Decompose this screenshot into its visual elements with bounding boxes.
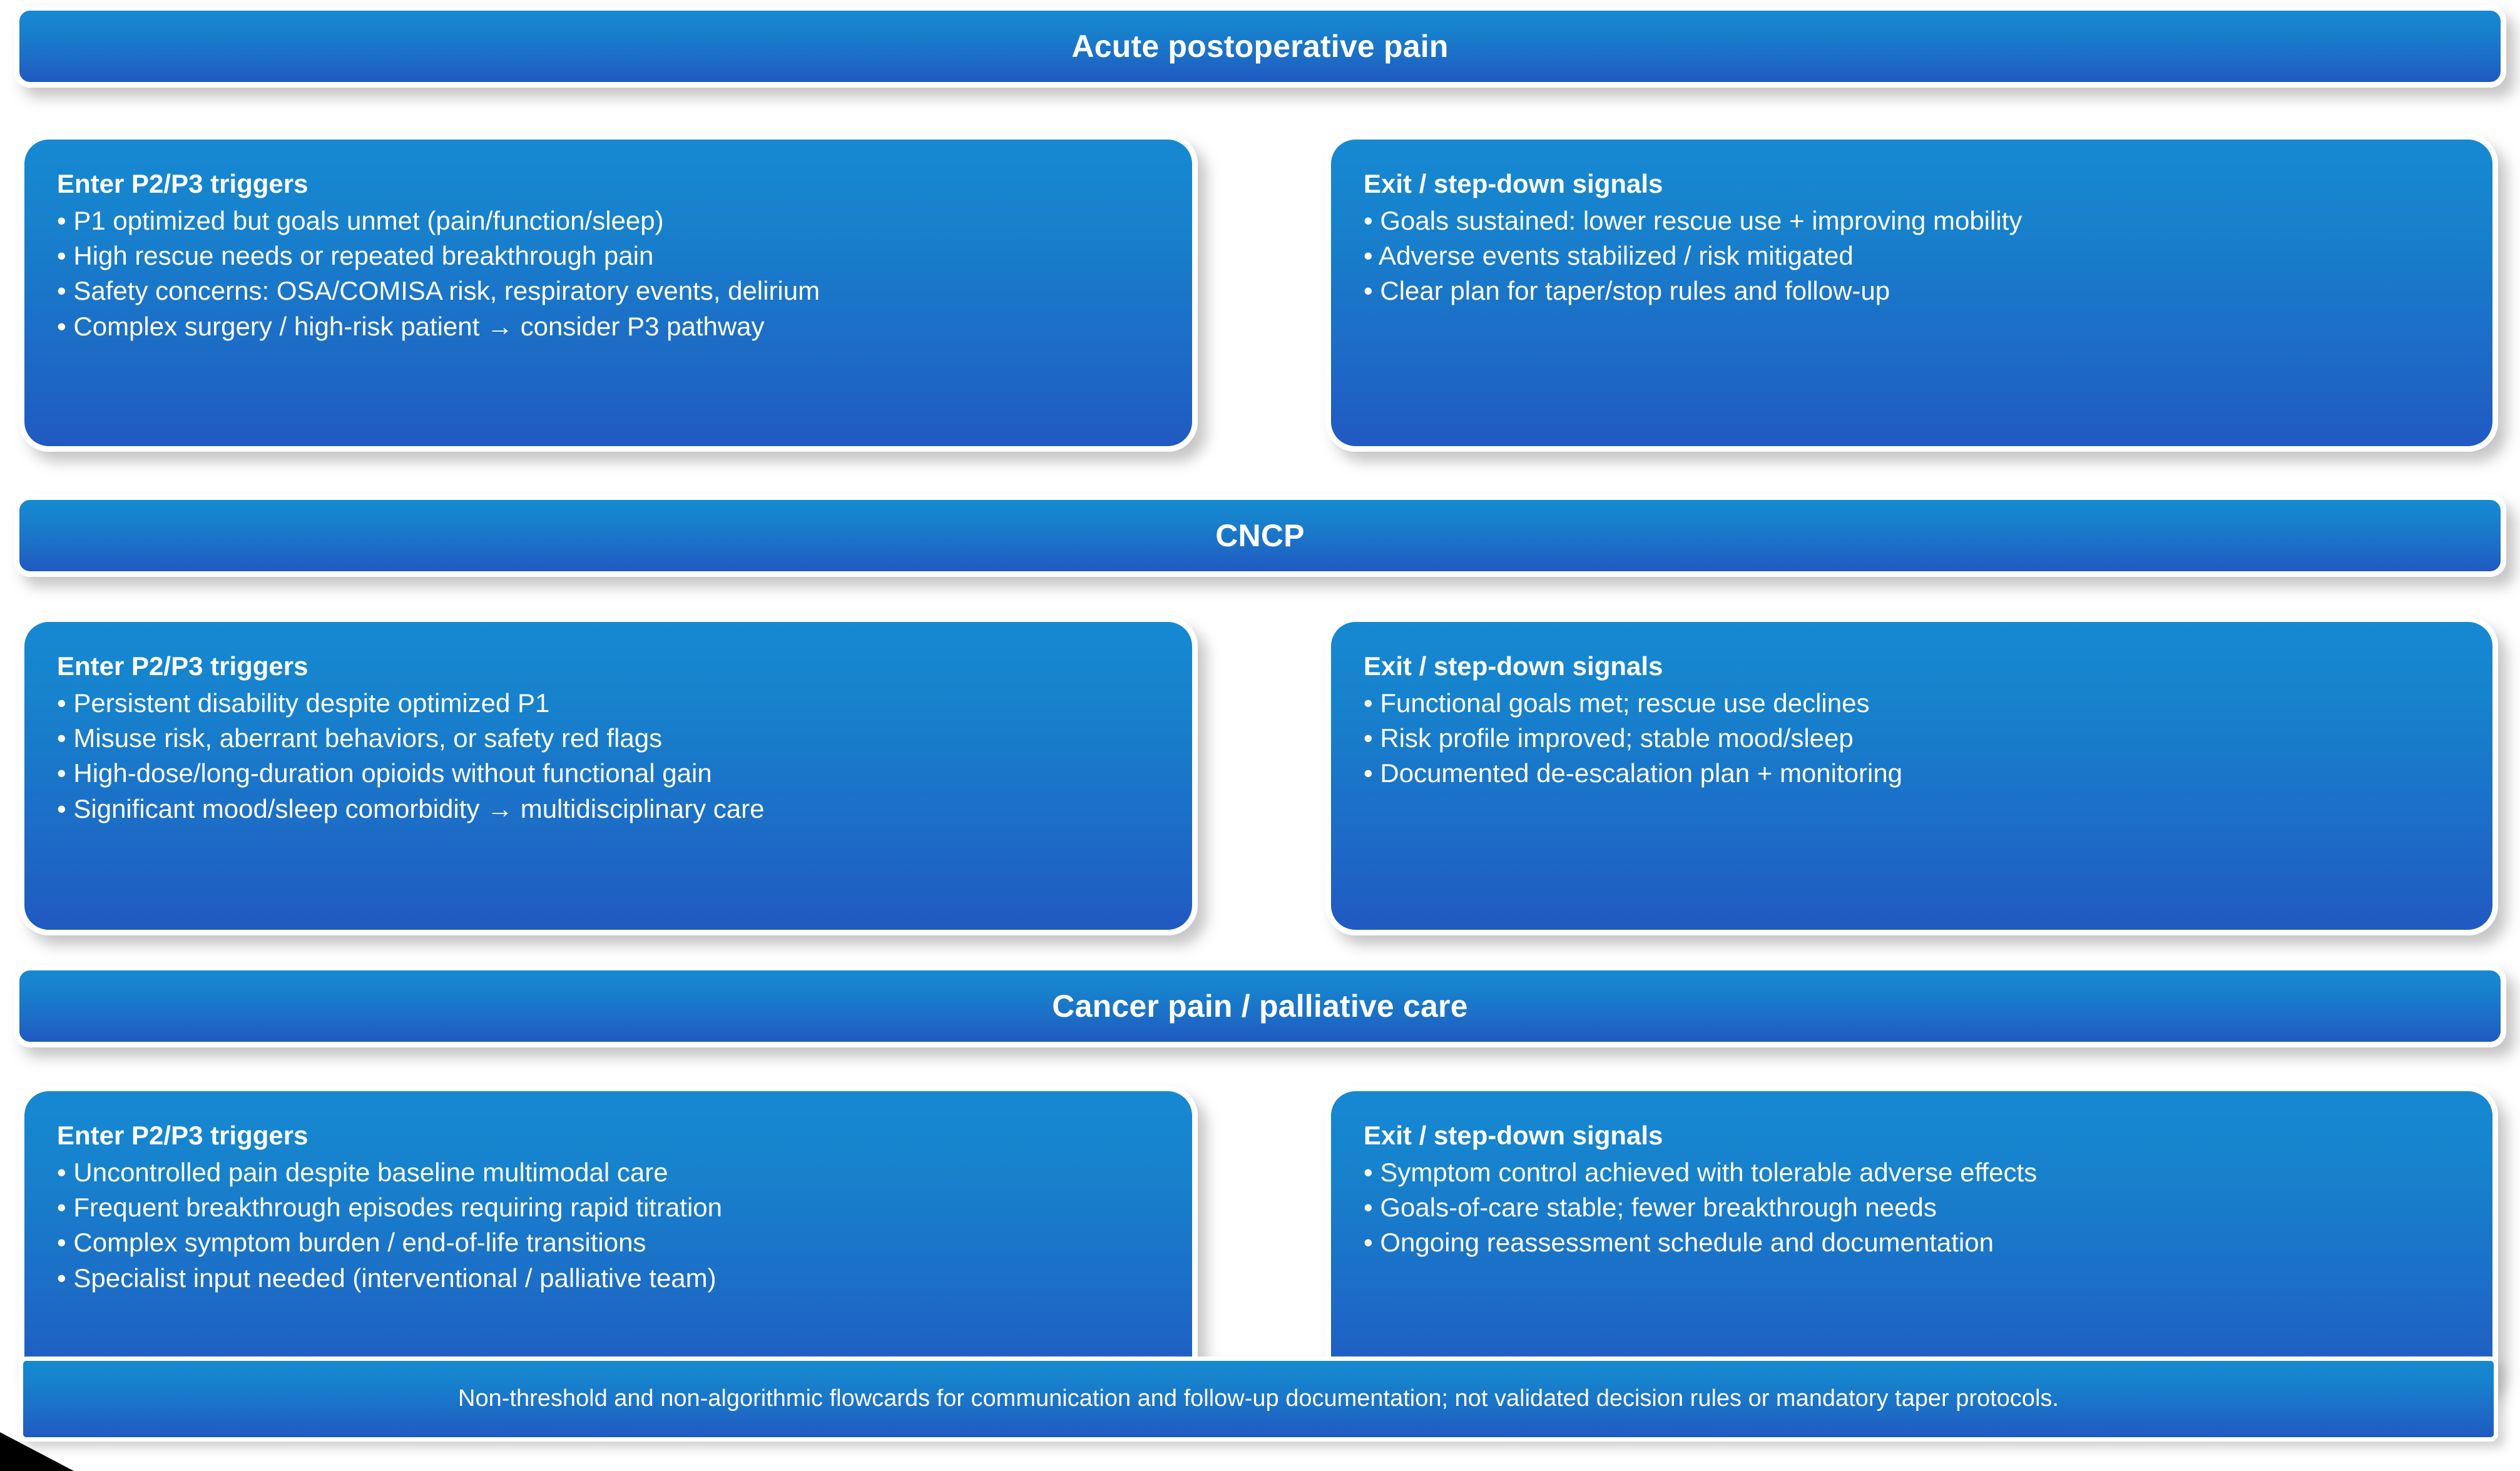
card-enter-triggers-acute: Enter P2/P3 triggers • P1 optimized but …	[19, 134, 1198, 452]
section-title: CNCP	[1215, 518, 1305, 553]
bullet-item: • Goals-of-care stable; fewer breakthrou…	[1364, 1193, 1937, 1223]
card-enter-triggers-cncp: Enter P2/P3 triggers • Persistent disabi…	[19, 616, 1198, 935]
card-title: Enter P2/P3 triggers	[57, 1121, 309, 1150]
bullet-item: • Goals sustained: lower rescue use + im…	[1364, 205, 2023, 235]
card-title: Enter P2/P3 triggers	[57, 651, 309, 681]
section-header-acute-postoperative-pain: Acute postoperative pain	[14, 5, 2506, 88]
bullet-item: • Safety concerns: OSA/COMISA risk, resp…	[57, 276, 820, 306]
bullet-item: • Functional goals met; rescue use decli…	[1364, 688, 1870, 718]
card-title: Exit / step-down signals	[1364, 169, 1663, 198]
section-header-cncp: CNCP	[14, 494, 2506, 577]
bullet-item: • Documented de-escalation plan + monito…	[1364, 758, 1903, 788]
bullet-item: • Misuse risk, aberrant behaviors, or sa…	[57, 723, 663, 753]
bullet-item: • Symptom control achieved with tolerabl…	[1364, 1157, 2038, 1187]
card-exit-signals-cancer: Exit / step-down signals • Symptom contr…	[1325, 1086, 2498, 1397]
card-exit-signals-cncp: Exit / step-down signals • Functional go…	[1325, 616, 2498, 935]
bullet-item: • Complex surgery / high-risk patient → …	[57, 311, 765, 341]
section-header-cancer-pain-palliative-care: Cancer pain / palliative care	[14, 965, 2506, 1047]
bullet-item: • Uncontrolled pain despite baseline mul…	[57, 1157, 668, 1187]
card-title: Enter P2/P3 triggers	[57, 169, 309, 198]
bullet-item: • P1 optimized but goals unmet (pain/fun…	[57, 205, 664, 235]
bullet-item: • Ongoing reassessment schedule and docu…	[1364, 1228, 1994, 1258]
section-title: Acute postoperative pain	[1071, 29, 1449, 64]
bullet-item: • Frequent breakthrough episodes requiri…	[57, 1193, 723, 1223]
card-title: Exit / step-down signals	[1364, 651, 1663, 681]
bullet-item: • Specialist input needed (interventiona…	[57, 1263, 717, 1293]
bullet-item: • Risk profile improved; stable mood/sle…	[1364, 723, 1854, 753]
bullet-item: • Clear plan for taper/stop rules and fo…	[1364, 276, 1890, 306]
section-title: Cancer pain / palliative care	[1052, 989, 1468, 1024]
card-exit-signals-acute: Exit / step-down signals • Goals sustain…	[1325, 134, 2498, 452]
footer-disclaimer-text: Non-threshold and non-algorithmic flowca…	[458, 1385, 2059, 1412]
card-enter-triggers-cancer: Enter P2/P3 triggers • Uncontrolled pain…	[19, 1086, 1198, 1397]
bullet-item: • High-dose/long-duration opioids withou…	[57, 758, 712, 788]
bullet-item: • Persistent disability despite optimize…	[57, 688, 550, 718]
bullet-item: • Significant mood/sleep comorbidity → m…	[57, 793, 765, 823]
bullet-item: • High rescue needs or repeated breakthr…	[57, 241, 654, 271]
footer-disclaimer-bar: Non-threshold and non-algorithmic flowca…	[19, 1356, 2498, 1442]
bullet-item: • Adverse events stabilized / risk mitig…	[1364, 241, 1854, 271]
bullet-item: • Complex symptom burden / end-of-life t…	[57, 1228, 646, 1258]
card-title: Exit / step-down signals	[1364, 1121, 1663, 1150]
